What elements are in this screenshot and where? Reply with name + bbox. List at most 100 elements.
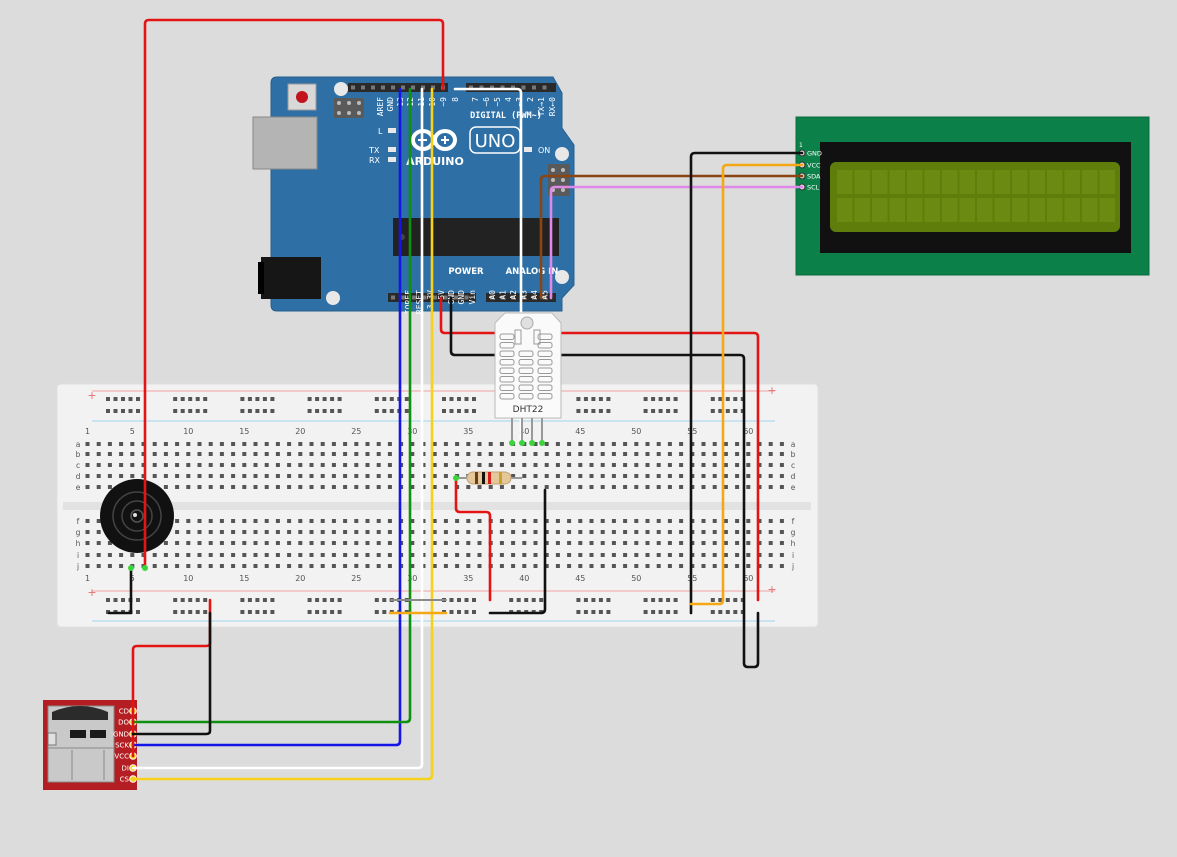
breadboard-hole [544, 553, 549, 557]
wire-red-buzzer [143, 18, 445, 570]
breadboard-hole [611, 519, 616, 523]
breadboard-hole [679, 553, 684, 557]
lcd-cell [1047, 170, 1063, 194]
breadboard-hole [219, 485, 224, 489]
breadboard-hole [119, 564, 124, 568]
breadboard-hole [623, 564, 628, 568]
breadboard-hole [600, 553, 605, 557]
breadboard-hole [343, 530, 348, 534]
dht-vent [499, 384, 515, 391]
breadboard-hole [354, 553, 359, 557]
rail-hole [606, 610, 611, 614]
breadboard-hole [578, 541, 583, 545]
breadboard-hole [455, 452, 460, 456]
breadboard-hole [231, 553, 236, 557]
sd-pin-label: DO [118, 719, 129, 727]
wire-black-lcd-gnd [689, 151, 804, 615]
dht-vent [499, 367, 515, 374]
breadboard-hole [320, 564, 325, 568]
lcd-cell [837, 198, 853, 222]
power-pin-label: Vin [468, 290, 477, 305]
column-number: 25 [351, 427, 361, 436]
breadboard-hole [589, 463, 594, 467]
breadboard-hole [667, 474, 672, 478]
breadboard-hole [667, 519, 672, 523]
rail-hole [337, 598, 342, 602]
breadboard-hole [511, 474, 516, 478]
breadboard-hole [197, 442, 202, 446]
breadboard-hole [376, 442, 381, 446]
wire-blue-sck [131, 87, 402, 747]
breadboard-hole [768, 463, 773, 467]
rail-hole [472, 409, 476, 413]
breadboard-hole [163, 485, 168, 489]
breadboard-hole [611, 442, 616, 446]
rail-hole [651, 397, 656, 401]
breadboard-hole [410, 463, 415, 467]
breadboard-hole [667, 452, 672, 456]
breadboard-hole [421, 553, 426, 557]
rail-hole [583, 397, 588, 401]
breadboard-hole [298, 474, 303, 478]
column-number: 1 [85, 574, 90, 583]
digital-pin-label: GND [386, 97, 395, 112]
breadboard-hole [186, 463, 191, 467]
breadboard-hole [130, 442, 135, 446]
rail-hole [464, 610, 469, 614]
breadboard-hole [623, 519, 628, 523]
breadboard-hole [309, 442, 314, 446]
rail-hole [389, 409, 394, 413]
breadboard-hole [387, 442, 392, 446]
breadboard-hole [477, 442, 482, 446]
breadboard-hole [96, 474, 101, 478]
breadboard-hole [567, 564, 572, 568]
resistor [456, 471, 522, 485]
breadboard-hole [242, 463, 247, 467]
breadboard-hole [421, 474, 426, 478]
breadboard-hole [343, 452, 348, 456]
rail-hole [307, 598, 312, 602]
breadboard-hole [645, 474, 650, 478]
breadboard-hole [511, 564, 516, 568]
breadboard-hole [432, 463, 437, 467]
rail-plus-label: + [87, 586, 96, 599]
breadboard-hole [466, 564, 471, 568]
breadboard-hole [298, 541, 303, 545]
breadboard-hole [443, 485, 448, 489]
breadboard-hole [320, 553, 325, 557]
breadboard-hole [555, 530, 560, 534]
breadboard-hole [544, 564, 549, 568]
breadboard-hole [522, 463, 527, 467]
breadboard-hole [175, 541, 180, 545]
breadboard-hole [768, 553, 773, 557]
breadboard-hole [455, 564, 460, 568]
breadboard-hole [197, 519, 202, 523]
breadboard-hole [578, 519, 583, 523]
rail-hole [262, 610, 267, 614]
breadboard-hole [186, 553, 191, 557]
rail-hole [643, 409, 648, 413]
breadboard-hole [634, 553, 639, 557]
breadboard-hole [298, 530, 303, 534]
rail-plus-label: + [767, 384, 776, 397]
breadboard-hole [343, 463, 348, 467]
rail-hole [322, 409, 327, 413]
breadboard-hole [331, 474, 336, 478]
breadboard-hole [298, 564, 303, 568]
digital-pin-label: 4 [504, 97, 513, 102]
rail-hole [449, 610, 454, 614]
breadboard-hole [320, 452, 325, 456]
breadboard-hole [242, 541, 247, 545]
breadboard-hole [735, 485, 740, 489]
breadboard-hole [555, 474, 560, 478]
breadboard-hole [376, 485, 381, 489]
rail-hole [718, 409, 723, 413]
rail-hole [330, 397, 335, 401]
wire-black-sd-gnd [131, 611, 212, 736]
rail-hole [718, 610, 723, 614]
column-number: 20 [295, 574, 305, 583]
breadboard-hole [656, 442, 661, 446]
breadboard-hole [679, 474, 684, 478]
breadboard-hole [331, 442, 336, 446]
rail-hole [710, 397, 715, 401]
